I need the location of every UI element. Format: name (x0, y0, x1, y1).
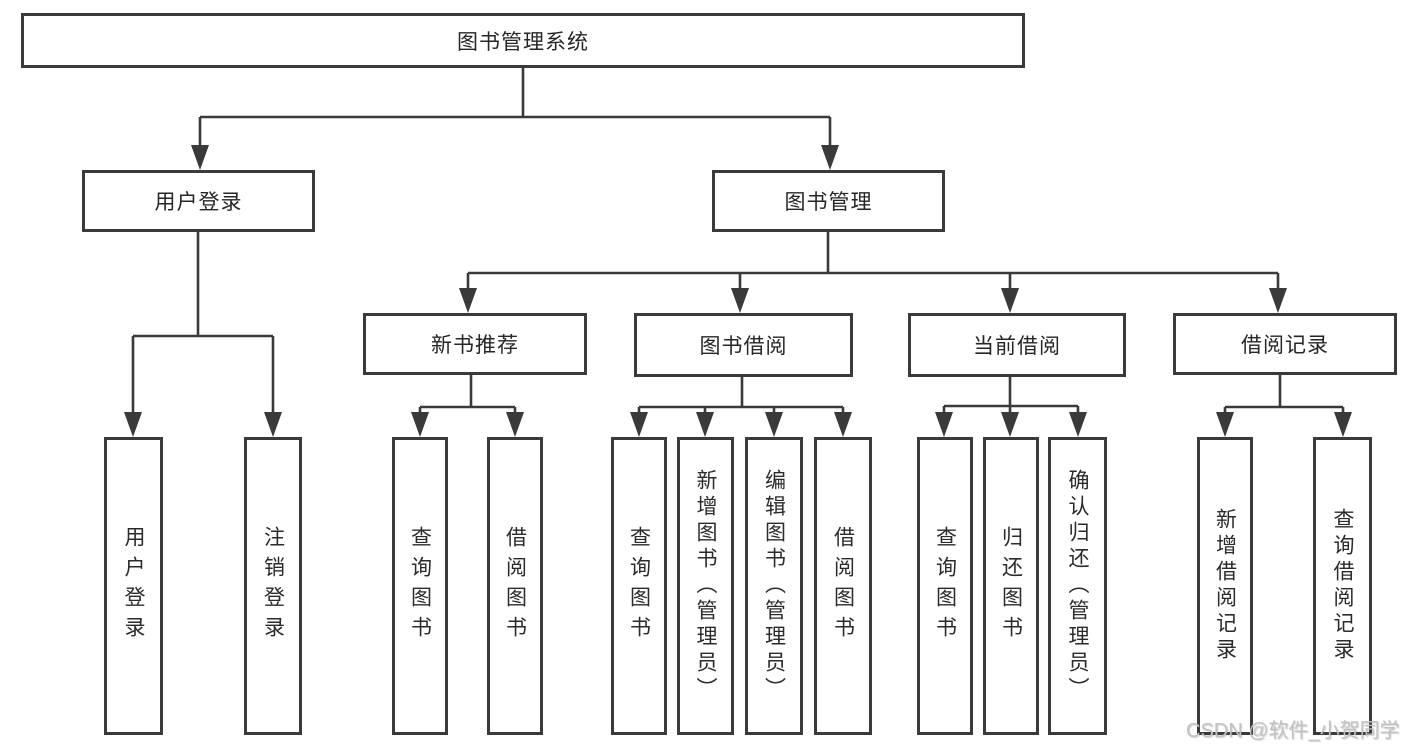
node-label: 图书管理 (784, 191, 873, 214)
node-library-management-system: 图书管理系统 (21, 13, 1025, 68)
node-new-book-recommendation: 新书推荐 (363, 313, 587, 375)
leaf-query-borrow-record: 查询借阅记录 (1313, 437, 1372, 735)
node-label: 查询图书 (627, 526, 651, 646)
leaf-user-login: 用户登录 (104, 437, 163, 735)
node-label: 注销登录 (261, 526, 285, 646)
leaf-borrow-books: 借阅图书 (814, 437, 872, 735)
node-label: 新书推荐 (431, 334, 519, 357)
node-label: 查询图书 (408, 526, 432, 646)
leaf-logout: 注销登录 (244, 437, 302, 735)
node-label: 借阅图书 (503, 526, 527, 646)
node-label: 查询借阅记录 (1331, 508, 1354, 664)
node-label: 用户登录 (122, 526, 145, 646)
leaf-query-books-recommend: 查询图书 (392, 437, 448, 735)
node-current-borrowing: 当前借阅 (908, 313, 1126, 377)
node-label: 编辑图书（管理员） (762, 469, 786, 703)
node-borrowing-records: 借阅记录 (1173, 313, 1397, 375)
node-label: 借阅记录 (1241, 334, 1329, 357)
node-label: 查询图书 (933, 526, 957, 646)
leaf-add-borrow-record: 新增借阅记录 (1197, 437, 1253, 735)
arrowhead-icons (124, 145, 1352, 437)
leaf-edit-books-admin: 编辑图书（管理员） (745, 437, 803, 735)
leaf-return-books: 归还图书 (983, 437, 1039, 735)
leaf-query-books-borrow: 查询图书 (611, 437, 667, 735)
leaf-query-books-current: 查询图书 (917, 437, 973, 735)
node-label: 新增借阅记录 (1213, 508, 1237, 664)
node-label: 借阅图书 (831, 526, 855, 646)
node-label: 归还图书 (999, 526, 1023, 646)
node-label: 图书借阅 (699, 335, 788, 358)
node-label: 用户登录 (154, 191, 243, 214)
node-book-borrowing: 图书借阅 (634, 313, 853, 377)
node-user-login: 用户登录 (82, 170, 315, 232)
leaf-borrow-books-recommend: 借阅图书 (487, 437, 543, 735)
node-label: 新增图书（管理员） (694, 469, 717, 703)
leaf-add-books-admin: 新增图书（管理员） (677, 437, 734, 735)
leaf-confirm-return-admin: 确认归还（管理员） (1048, 437, 1107, 735)
node-label: 确认归还（管理员） (1066, 469, 1089, 703)
node-label: 当前借阅 (973, 335, 1061, 358)
node-label: 图书管理系统 (457, 30, 589, 54)
node-book-management: 图书管理 (712, 170, 945, 232)
csdn-watermark: CSDN @软件_小贺同学 (1186, 720, 1400, 742)
